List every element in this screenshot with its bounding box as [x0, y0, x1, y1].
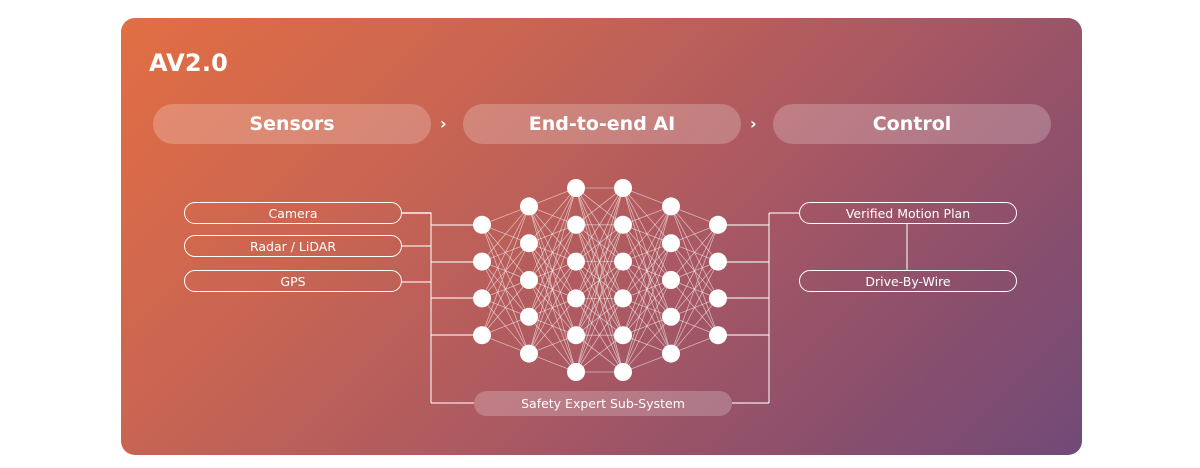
network-edge	[622, 279, 672, 373]
chevron-right-icon: ›	[440, 114, 447, 133]
network-node	[614, 215, 632, 234]
network-node	[473, 215, 491, 234]
network-node	[473, 326, 491, 345]
network-edge	[575, 187, 624, 373]
network-edge	[481, 279, 530, 336]
network-edge	[670, 224, 719, 354]
output-verified-motion-plan: Verified Motion Plan	[799, 202, 1017, 224]
network-node	[662, 234, 680, 253]
network-node	[473, 289, 491, 308]
network-edge	[528, 187, 577, 317]
network-edge	[622, 316, 672, 373]
network-node	[520, 197, 538, 216]
network-edge	[670, 224, 719, 317]
network-edge	[575, 261, 624, 373]
stage-end-to-end-ai: End-to-end AI	[463, 104, 741, 144]
network-edge	[481, 206, 530, 336]
input-gps: GPS	[184, 270, 402, 292]
network-edge	[575, 224, 624, 373]
stage-sensors: Sensors	[153, 104, 431, 144]
network-edge	[528, 298, 577, 354]
network-edge	[622, 206, 672, 336]
network-node	[520, 234, 538, 253]
network-diagram	[402, 179, 908, 404]
av2-diagram-card: AV2.0 Sensors › End-to-end AI › Control	[121, 18, 1082, 455]
network-edge	[575, 334, 624, 373]
network-node	[567, 326, 585, 345]
network-nodes	[473, 179, 727, 381]
network-edge	[528, 224, 577, 354]
network-edge	[575, 298, 624, 373]
connector-lines	[402, 212, 908, 404]
network-edges	[481, 187, 719, 373]
output-drive-by-wire: Drive-By-Wire	[799, 270, 1017, 292]
network-node	[520, 271, 538, 289]
network-node	[614, 363, 632, 381]
network-node	[709, 289, 727, 308]
stage-control: Control	[773, 104, 1051, 144]
network-edge	[481, 206, 530, 262]
network-edge	[622, 243, 672, 373]
network-edge	[528, 261, 577, 354]
input-camera: Camera	[184, 202, 402, 224]
network-node	[662, 307, 680, 326]
network-edge	[481, 243, 530, 336]
network-node	[614, 326, 632, 345]
network-edge	[670, 298, 719, 354]
network-node	[614, 179, 632, 197]
network-node	[567, 363, 585, 381]
network-node	[567, 179, 585, 197]
network-edge	[622, 206, 672, 373]
network-node	[567, 289, 585, 308]
network-edge	[575, 187, 624, 299]
network-node	[520, 344, 538, 363]
network-node	[567, 215, 585, 234]
network-edge	[575, 187, 624, 336]
network-edge	[575, 187, 624, 262]
network-node	[662, 197, 680, 216]
chevron-right-icon: ›	[750, 114, 757, 133]
network-node	[662, 344, 680, 363]
network-node	[614, 252, 632, 271]
input-radar-lidar: Radar / LiDAR	[184, 235, 402, 257]
network-edge	[670, 224, 719, 281]
network-node	[662, 271, 680, 289]
network-node	[567, 252, 585, 271]
network-edge	[481, 206, 530, 299]
network-node	[520, 307, 538, 326]
network-edge	[622, 206, 672, 262]
network-edge	[622, 206, 672, 299]
safety-expert-subsystem: Safety Expert Sub-System	[474, 391, 732, 416]
camera-connector	[402, 212, 432, 403]
network-edge	[670, 261, 719, 354]
network-node	[473, 252, 491, 271]
network-edge	[528, 187, 577, 244]
network-edge	[528, 187, 577, 281]
network-edge	[528, 187, 577, 354]
network-node	[709, 252, 727, 271]
diagram-title: AV2.0	[149, 49, 229, 77]
network-node	[614, 289, 632, 308]
network-edge	[575, 187, 624, 226]
network-node	[709, 326, 727, 345]
network-node	[709, 215, 727, 234]
